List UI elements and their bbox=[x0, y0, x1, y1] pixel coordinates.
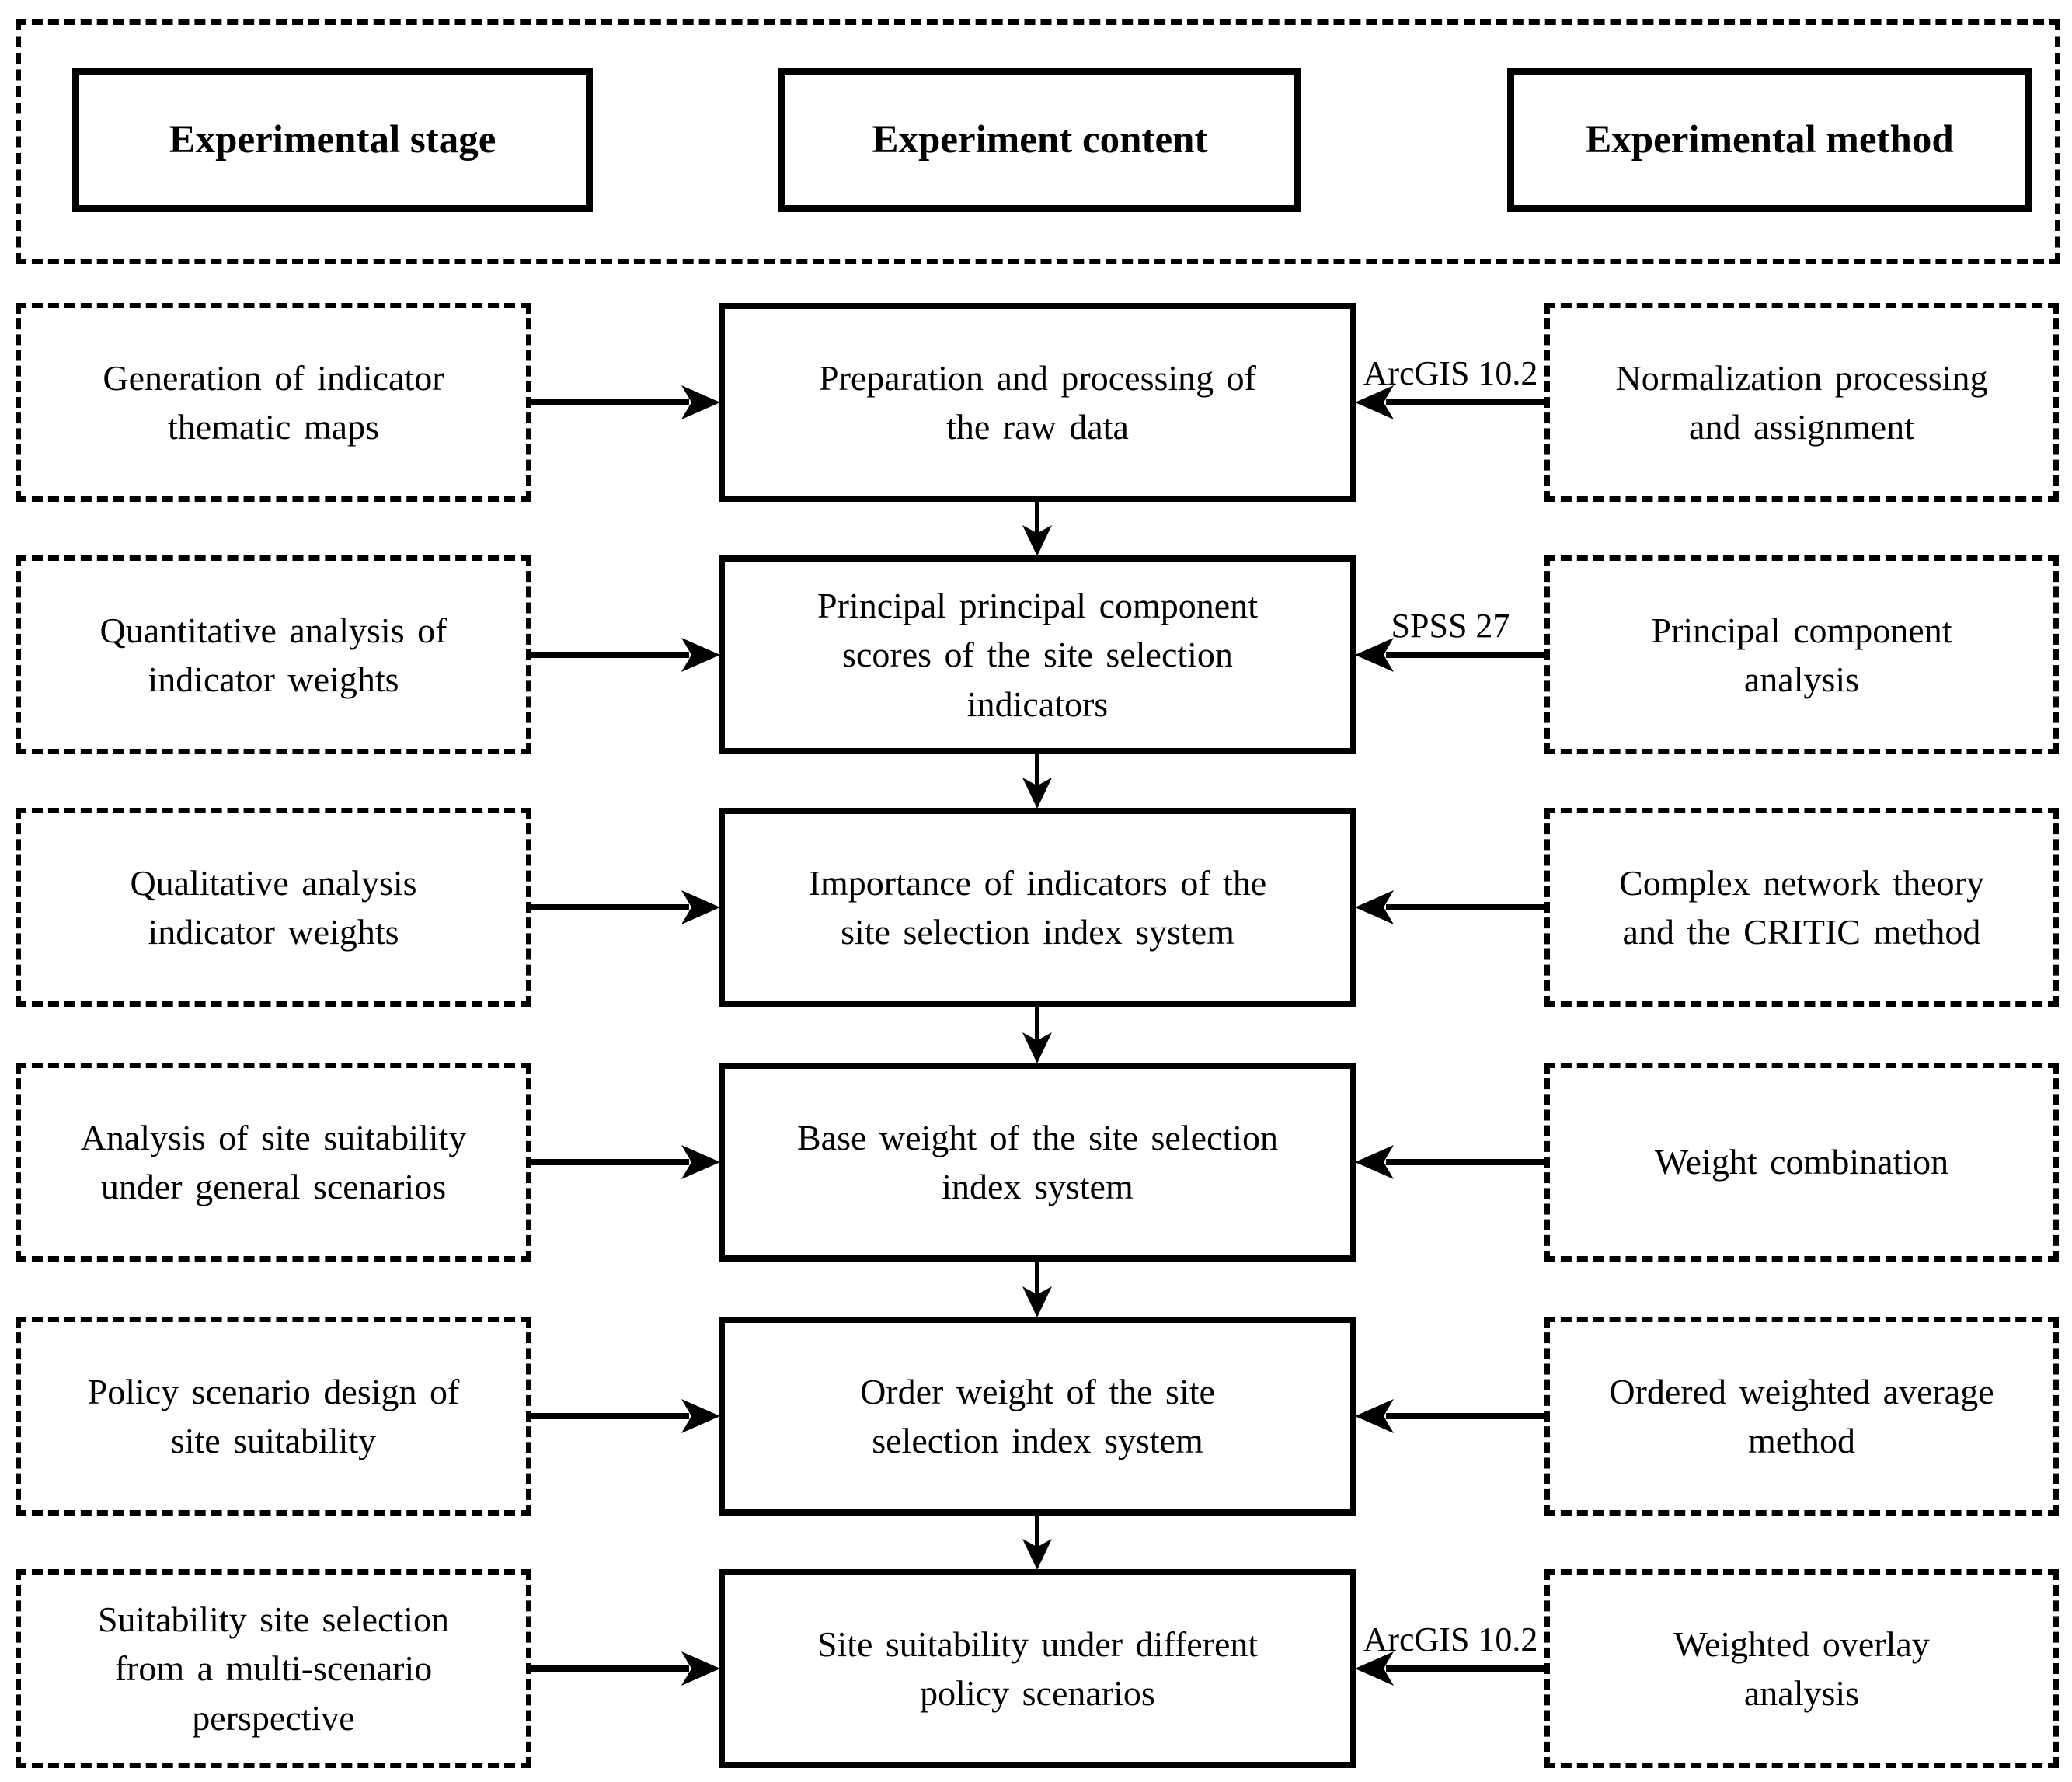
header-experimental-stage-label: Experimental stage bbox=[169, 118, 496, 162]
flow-row: Qualitative analysis indicator weights I… bbox=[0, 808, 2072, 1007]
stage-to-content-arrow bbox=[531, 1317, 720, 1516]
content-box: Preparation and processing of the raw da… bbox=[719, 303, 1356, 502]
content-flow-down-arrow bbox=[1022, 754, 1052, 809]
flow-row: Suitability site selection from a multi-… bbox=[0, 1569, 2072, 1768]
arrow-line bbox=[531, 1413, 689, 1419]
method-to-content-arrow: ArcGIS 10.2 bbox=[1355, 1569, 1544, 1768]
method-to-content-arrow: SPSS 27 bbox=[1355, 555, 1544, 754]
content-box: Principal principal component scores of … bbox=[719, 555, 1356, 754]
content-box: Site suitability under different policy … bbox=[719, 1569, 1356, 1768]
stage-box: Generation of indicator thematic maps bbox=[16, 303, 531, 502]
header-dashed-frame: Experimental stage Experiment content Ex… bbox=[16, 19, 2060, 264]
method-box: Ordered weighted average method bbox=[1544, 1317, 2059, 1516]
header-experiment-content: Experiment content bbox=[778, 68, 1301, 212]
arrow-line bbox=[1035, 502, 1039, 535]
stage-box: Qualitative analysis indicator weights bbox=[16, 808, 531, 1007]
stage-box: Suitability site selection from a multi-… bbox=[16, 1569, 531, 1768]
arrow-line bbox=[531, 652, 689, 658]
arrow-line bbox=[531, 399, 689, 405]
stage-to-content-arrow bbox=[531, 1063, 720, 1262]
stage-to-content-arrow bbox=[531, 808, 720, 1007]
stage-box: Analysis of site suitability under gener… bbox=[16, 1063, 531, 1262]
content-flow-down-arrow bbox=[1022, 1262, 1052, 1317]
method-to-content-arrow bbox=[1355, 808, 1544, 1007]
stage-box: Quantitative analysis of indicator weigh… bbox=[16, 555, 531, 754]
content-box: Base weight of the site selection index … bbox=[719, 1063, 1356, 1262]
header-experiment-content-label: Experiment content bbox=[872, 118, 1208, 162]
arrow-line bbox=[1035, 754, 1039, 788]
tool-label: ArcGIS 10.2 bbox=[1363, 354, 1538, 392]
content-flow-down-arrow bbox=[1022, 1007, 1052, 1063]
content-box: Order weight of the site selection index… bbox=[719, 1317, 1356, 1516]
arrow-line bbox=[1386, 1159, 1544, 1165]
header-experimental-method-label: Experimental method bbox=[1585, 118, 1954, 162]
arrow-line bbox=[531, 1665, 689, 1672]
method-box: Complex network theory and the CRITIC me… bbox=[1544, 808, 2059, 1007]
content-flow-down-arrow bbox=[1022, 1516, 1052, 1570]
flow-row: Analysis of site suitability under gener… bbox=[0, 1063, 2072, 1262]
tool-label: ArcGIS 10.2 bbox=[1363, 1620, 1538, 1658]
arrow-line bbox=[1035, 1007, 1039, 1042]
arrow-line bbox=[1386, 1413, 1544, 1419]
flow-row: Generation of indicator thematic maps Pr… bbox=[0, 303, 2072, 502]
arrow-line bbox=[1035, 1516, 1039, 1549]
arrow-line bbox=[531, 1159, 689, 1165]
arrow-line bbox=[1035, 1262, 1039, 1296]
method-box: Weighted overlay analysis bbox=[1544, 1569, 2059, 1768]
method-to-content-arrow bbox=[1355, 1317, 1544, 1516]
arrow-line bbox=[1386, 399, 1544, 405]
method-to-content-arrow bbox=[1355, 1063, 1544, 1262]
stage-to-content-arrow bbox=[531, 1569, 720, 1768]
method-to-content-arrow: ArcGIS 10.2 bbox=[1355, 303, 1544, 502]
method-box: Weight combination bbox=[1544, 1063, 2059, 1262]
content-flow-down-arrow bbox=[1022, 502, 1052, 556]
header-experimental-method: Experimental method bbox=[1507, 68, 2032, 212]
arrow-line bbox=[1386, 904, 1544, 910]
flow-row: Quantitative analysis of indicator weigh… bbox=[0, 555, 2072, 754]
arrow-line bbox=[531, 904, 689, 910]
stage-to-content-arrow bbox=[531, 303, 720, 502]
header-experimental-stage: Experimental stage bbox=[72, 68, 593, 212]
content-box: Importance of indicators of the site sel… bbox=[719, 808, 1356, 1007]
arrow-line bbox=[1386, 1665, 1544, 1672]
method-box: Normalization processing and assignment bbox=[1544, 303, 2059, 502]
stage-to-content-arrow bbox=[531, 555, 720, 754]
flow-row: Policy scenario design of site suitabili… bbox=[0, 1317, 2072, 1516]
stage-box: Policy scenario design of site suitabili… bbox=[16, 1317, 531, 1516]
tool-label: SPSS 27 bbox=[1391, 607, 1510, 645]
method-box: Principal component analysis bbox=[1544, 555, 2059, 754]
arrow-line bbox=[1386, 652, 1544, 658]
